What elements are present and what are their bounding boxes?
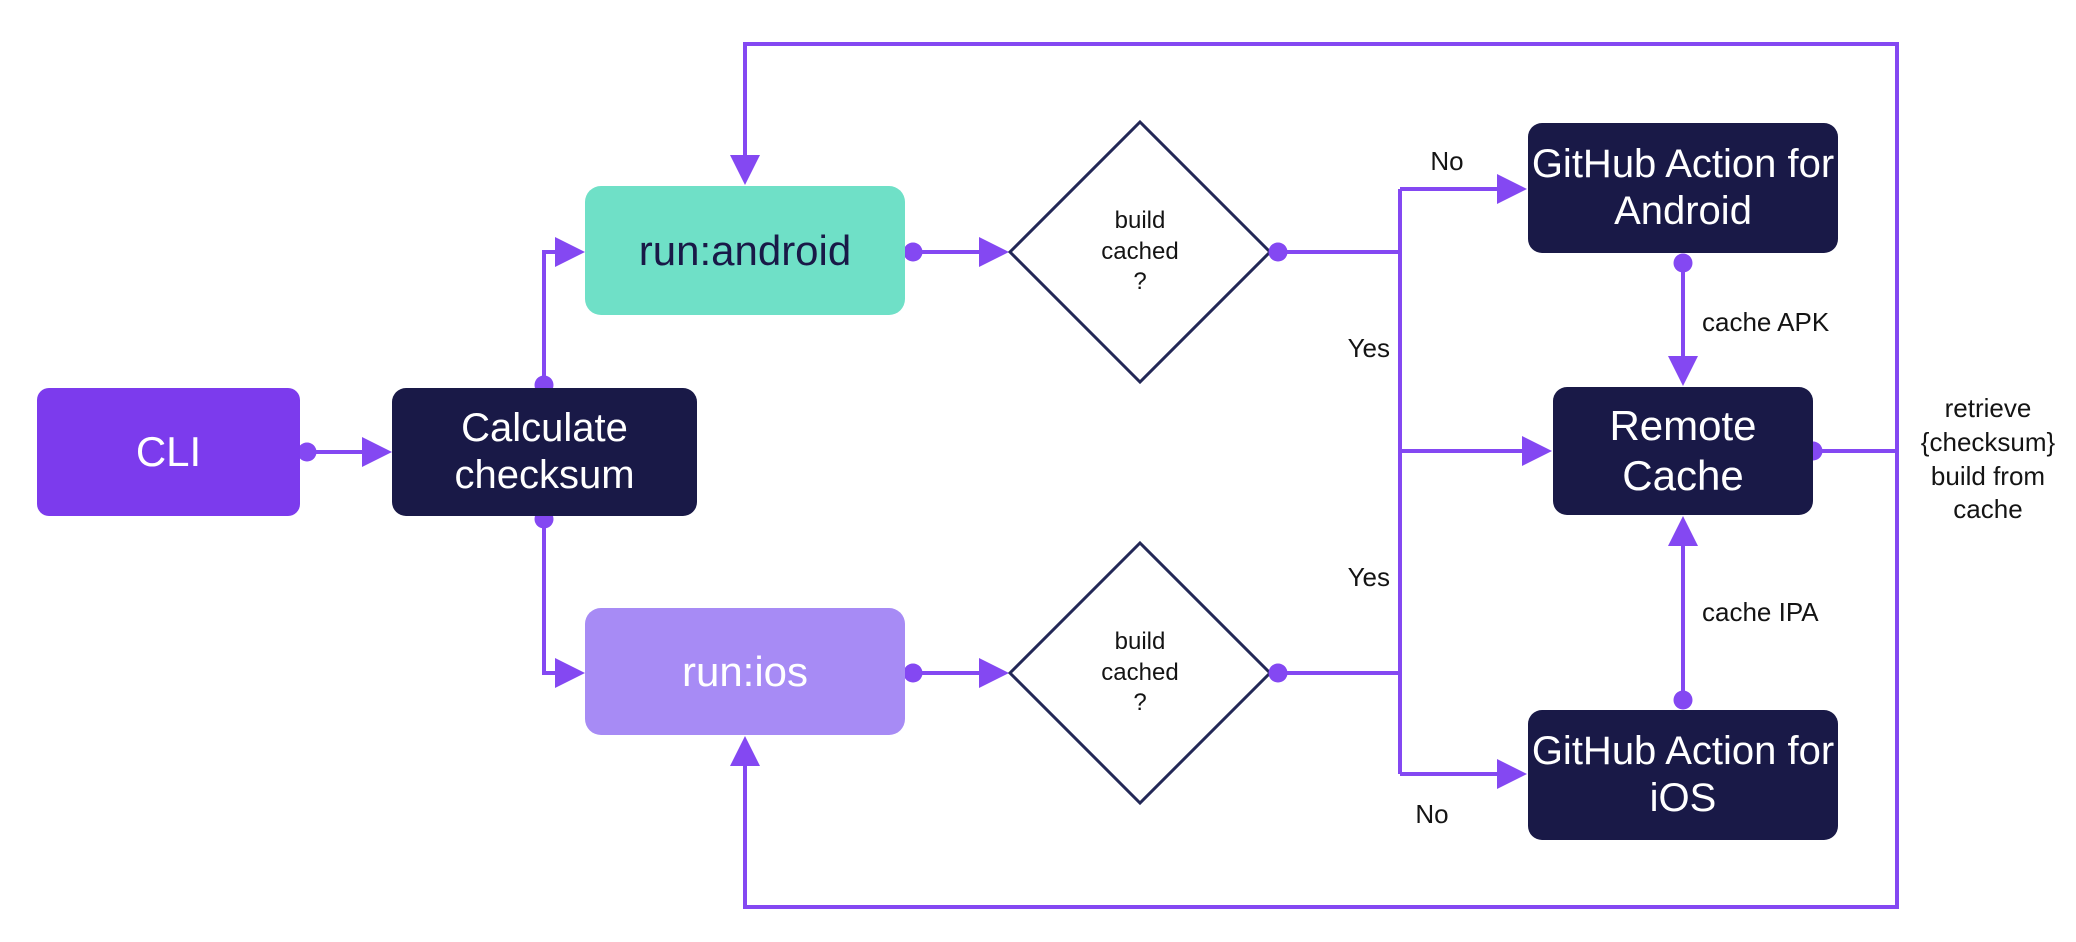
edge-calc-to-run-ios bbox=[542, 519, 585, 688]
edge-label-cache-ipa: cache IPA bbox=[1702, 597, 1819, 627]
decision-android-label: build cached ? bbox=[1101, 207, 1179, 296]
connection-dot bbox=[1268, 242, 1288, 262]
node-run-android-label: run:android bbox=[638, 226, 852, 274]
node-remote-cache-label: Remote Cache bbox=[1609, 402, 1757, 499]
connection-dot bbox=[903, 242, 923, 262]
edge-label-no-ios: No bbox=[1415, 799, 1449, 829]
node-calculate-checksum: Calculate checksum bbox=[392, 388, 697, 516]
node-cli-label: CLI bbox=[135, 428, 202, 476]
node-github-action-android-label: GitHub Action for Android bbox=[1531, 141, 1835, 233]
edge-label-yes-android: Yes bbox=[1347, 333, 1390, 363]
edge-label-yes-ios: Yes bbox=[1347, 562, 1390, 592]
decision-diamond-ios bbox=[1007, 540, 1273, 806]
connection-dot bbox=[1673, 253, 1693, 273]
node-github-action-ios: GitHub Action for iOS bbox=[1528, 710, 1838, 840]
edge-label-no-android: No bbox=[1430, 146, 1464, 176]
edge-calc-to-run-android bbox=[542, 237, 585, 385]
connection-dot bbox=[297, 442, 317, 462]
edge-loop-top-to-run-android bbox=[730, 42, 1899, 451]
edge-label-cache-apk: cache APK bbox=[1702, 307, 1830, 337]
node-run-android: run:android bbox=[585, 186, 905, 315]
connection-dot bbox=[1268, 663, 1288, 683]
node-calculate-checksum-label: Calculate checksum bbox=[454, 405, 635, 497]
node-run-ios-label: run:ios bbox=[681, 647, 809, 695]
node-run-ios: run:ios bbox=[585, 608, 905, 735]
node-github-action-android: GitHub Action for Android bbox=[1528, 123, 1838, 253]
edge-label-retrieve-from-cache: retrieve {checksum} build from cache bbox=[1920, 393, 2056, 525]
connection-dot bbox=[903, 663, 923, 683]
node-remote-cache: Remote Cache bbox=[1553, 387, 1813, 515]
decision-ios-label: build cached ? bbox=[1101, 628, 1179, 717]
decision-diamond-android bbox=[1007, 119, 1273, 385]
node-github-action-ios-label: GitHub Action for iOS bbox=[1531, 728, 1835, 820]
edge-loop-bottom-to-run-ios bbox=[730, 451, 1899, 909]
node-cli: CLI bbox=[37, 388, 300, 516]
connection-dot bbox=[1673, 690, 1693, 710]
